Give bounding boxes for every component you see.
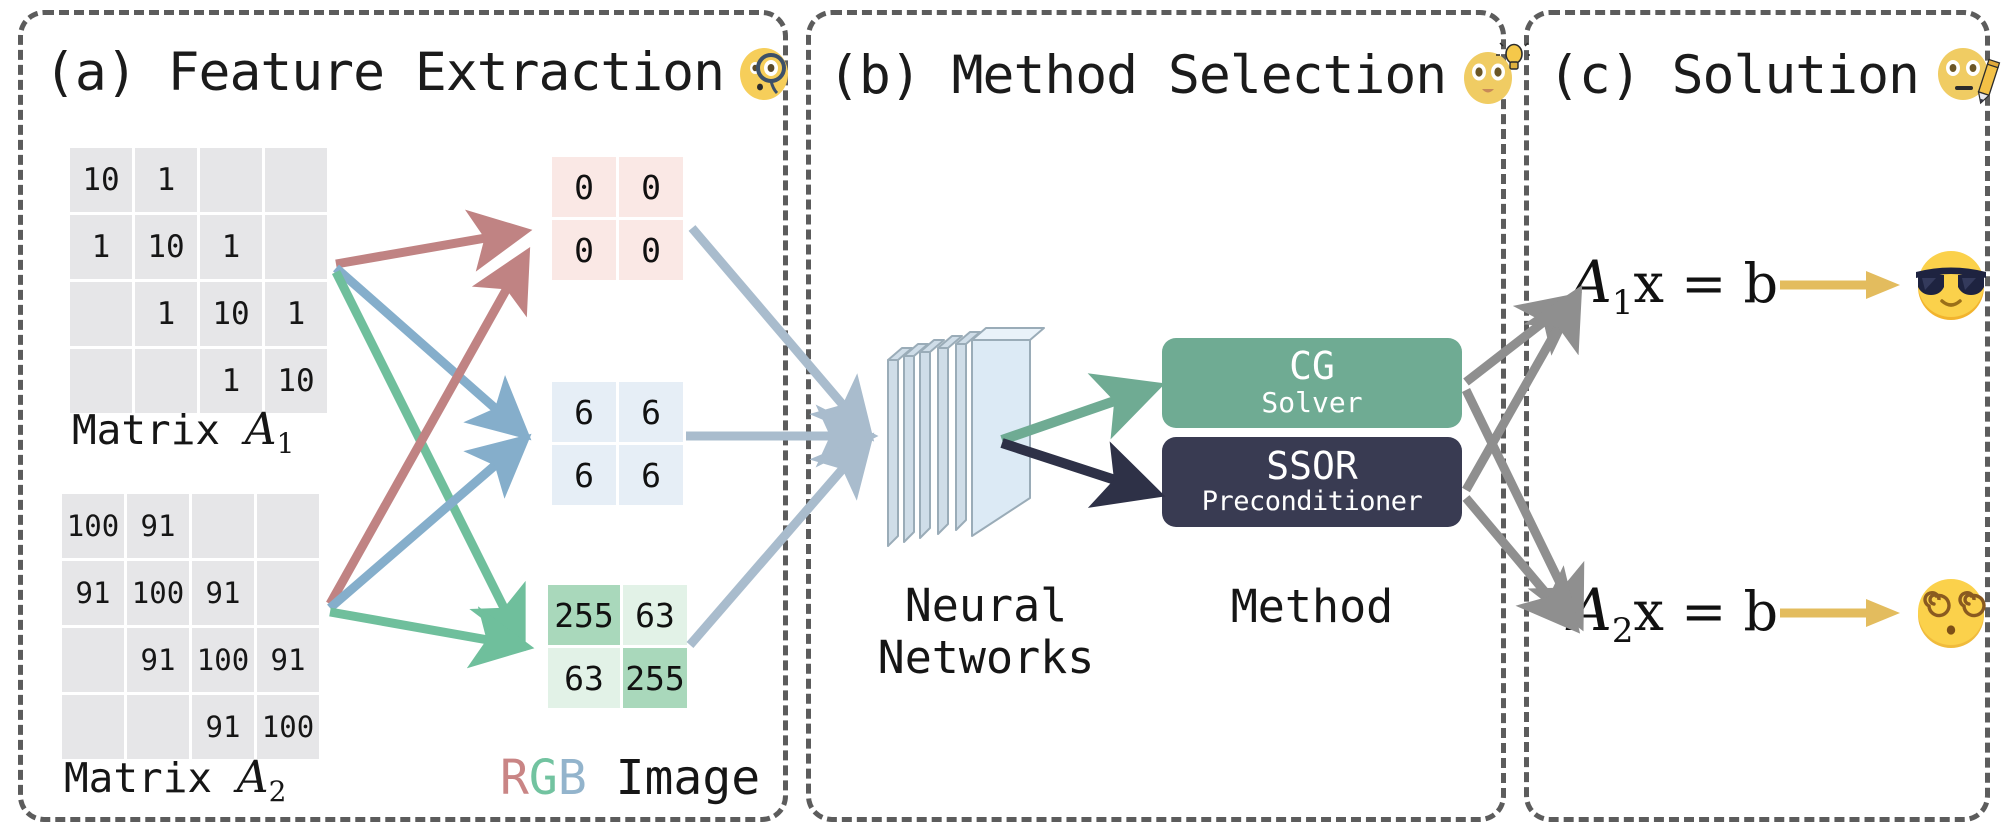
- method-option-ssor-preconditioner[interactable]: SSOR Preconditioner: [1162, 437, 1462, 527]
- solution-row-2: A2x = b: [1570, 572, 1992, 654]
- solution-1-rest: x = b: [1633, 251, 1779, 315]
- rgb-label-r: R: [500, 750, 529, 806]
- rgb-cell: 255: [548, 585, 620, 645]
- matrix-cell: 91: [192, 695, 254, 759]
- gold-arrow-icon-2: [1780, 599, 1901, 627]
- solution-1-symbol: A: [1570, 247, 1612, 316]
- ssor-subtitle: Preconditioner: [1201, 486, 1423, 518]
- matrix-cell: [257, 561, 319, 625]
- matrix-a1-label: Matrix A1: [72, 404, 294, 460]
- matrix-cell: 91: [127, 628, 189, 692]
- face-with-spiral-eyes-icon: [1918, 579, 1986, 648]
- matrix-cell: 91: [257, 628, 319, 692]
- rgb-blue-channel-block: 255 63 63 255: [548, 585, 687, 708]
- rgb-cell: 6: [619, 445, 683, 505]
- cg-title: CG: [1289, 343, 1335, 388]
- ssor-title: SSOR: [1266, 443, 1358, 488]
- smiling-face-with-sunglasses-icon: [1916, 251, 1987, 320]
- rgb-green-channel-block: 6 6 6 6: [552, 382, 683, 505]
- matrix-cell: [200, 148, 262, 212]
- rgb-image-label: RGB Image: [500, 750, 760, 806]
- rgb-cell: 6: [552, 382, 616, 442]
- matrix-a2-symbol: A: [236, 752, 269, 803]
- matrix-cell: 100: [192, 628, 254, 692]
- gold-arrow-icon-1: [1780, 271, 1901, 299]
- matrix-cell: 10: [265, 349, 327, 413]
- matrix-cell: 91: [192, 561, 254, 625]
- matrix-cell: 1: [135, 282, 197, 346]
- matrix-cell: [135, 349, 197, 413]
- nn-label-line2: Networks: [877, 630, 1095, 684]
- matrix-cell: 1: [200, 349, 262, 413]
- matrix-a2-label-prefix: Matrix: [64, 754, 237, 802]
- neural-network-icon: [887, 327, 1045, 547]
- face-with-monocle-icon: [740, 47, 788, 100]
- matrix-a1-label-prefix: Matrix: [72, 406, 245, 454]
- matrix-a1-index: 1: [276, 427, 295, 461]
- matrix-cell: [257, 494, 319, 558]
- matrix-a1-symbol: A: [244, 404, 277, 455]
- rgb-cell: 0: [552, 157, 616, 217]
- cg-subtitle: Solver: [1261, 385, 1363, 419]
- face-with-pencil-icon: [1937, 48, 2001, 105]
- panel-b-title: (b) Method Selection: [828, 42, 1531, 108]
- matrix-cell: [62, 695, 124, 759]
- matrix-cell: 1: [70, 215, 132, 279]
- rgb-cell: 255: [623, 648, 687, 708]
- matrix-cell: 1: [200, 215, 262, 279]
- matrix-cell: 100: [127, 561, 189, 625]
- matrix-cell: [265, 148, 327, 212]
- solution-equation-2: A2x = b: [1570, 576, 1778, 651]
- matrix-a2-label: Matrix A2: [64, 752, 286, 808]
- method-label: Method: [1230, 580, 1394, 633]
- nn-label-line1: Neural: [904, 579, 1068, 632]
- matrix-cell: 10: [200, 282, 262, 346]
- matrix-cell: 100: [62, 494, 124, 558]
- rgb-cell: 0: [619, 220, 683, 280]
- panel-solution: [1524, 10, 1990, 822]
- solution-equation-1: A1x = b: [1570, 248, 1778, 323]
- rgb-label-rest: Image: [586, 750, 761, 806]
- matrix-cell: [70, 349, 132, 413]
- panel-c-title: (c) Solution: [1548, 42, 2004, 108]
- rgb-label-b: B: [557, 750, 587, 806]
- matrix-a1: 10 1 1 10 1 1 10 1 1 10: [70, 148, 327, 413]
- matrix-cell: [265, 215, 327, 279]
- solution-2-symbol: A: [1570, 575, 1612, 644]
- face-with-lightbulb-icon: [1464, 42, 1531, 104]
- method-option-cg-solver[interactable]: CG Solver: [1162, 338, 1462, 428]
- rgb-cell: 63: [623, 585, 687, 645]
- rgb-label-g: G: [528, 750, 558, 806]
- matrix-cell: [127, 695, 189, 759]
- solution-1-index: 1: [1611, 282, 1634, 323]
- matrix-a2: 100 91 91 100 91 91 100 91 91 100: [62, 494, 319, 759]
- solution-2-index: 2: [1611, 610, 1634, 651]
- panel-a-title-text: (a) Feature Extraction: [44, 42, 725, 103]
- matrix-cell: 91: [127, 494, 189, 558]
- rgb-cell: 0: [552, 220, 616, 280]
- rgb-cell: 6: [552, 445, 616, 505]
- matrix-cell: [192, 494, 254, 558]
- panel-c-title-text: (c) Solution: [1548, 44, 1920, 106]
- matrix-cell: [62, 628, 124, 692]
- matrix-cell: 91: [62, 561, 124, 625]
- matrix-cell: 10: [70, 148, 132, 212]
- matrix-cell: 10: [135, 215, 197, 279]
- matrix-cell: 1: [265, 282, 327, 346]
- neural-network-label: Neural Networks: [876, 580, 1096, 684]
- rgb-red-channel-block: 0 0 0 0: [552, 157, 683, 280]
- matrix-a2-index: 2: [268, 775, 287, 809]
- panel-a-title: (a) Feature Extraction: [44, 42, 796, 103]
- matrix-cell: [70, 282, 132, 346]
- rgb-cell: 63: [548, 648, 620, 708]
- rgb-cell: 0: [619, 157, 683, 217]
- solution-row-1: A1x = b: [1570, 244, 1992, 326]
- solution-2-rest: x = b: [1633, 579, 1779, 643]
- matrix-cell: 1: [135, 148, 197, 212]
- rgb-cell: 6: [619, 382, 683, 442]
- matrix-cell: 100: [257, 695, 319, 759]
- panel-b-title-text: (b) Method Selection: [828, 44, 1447, 106]
